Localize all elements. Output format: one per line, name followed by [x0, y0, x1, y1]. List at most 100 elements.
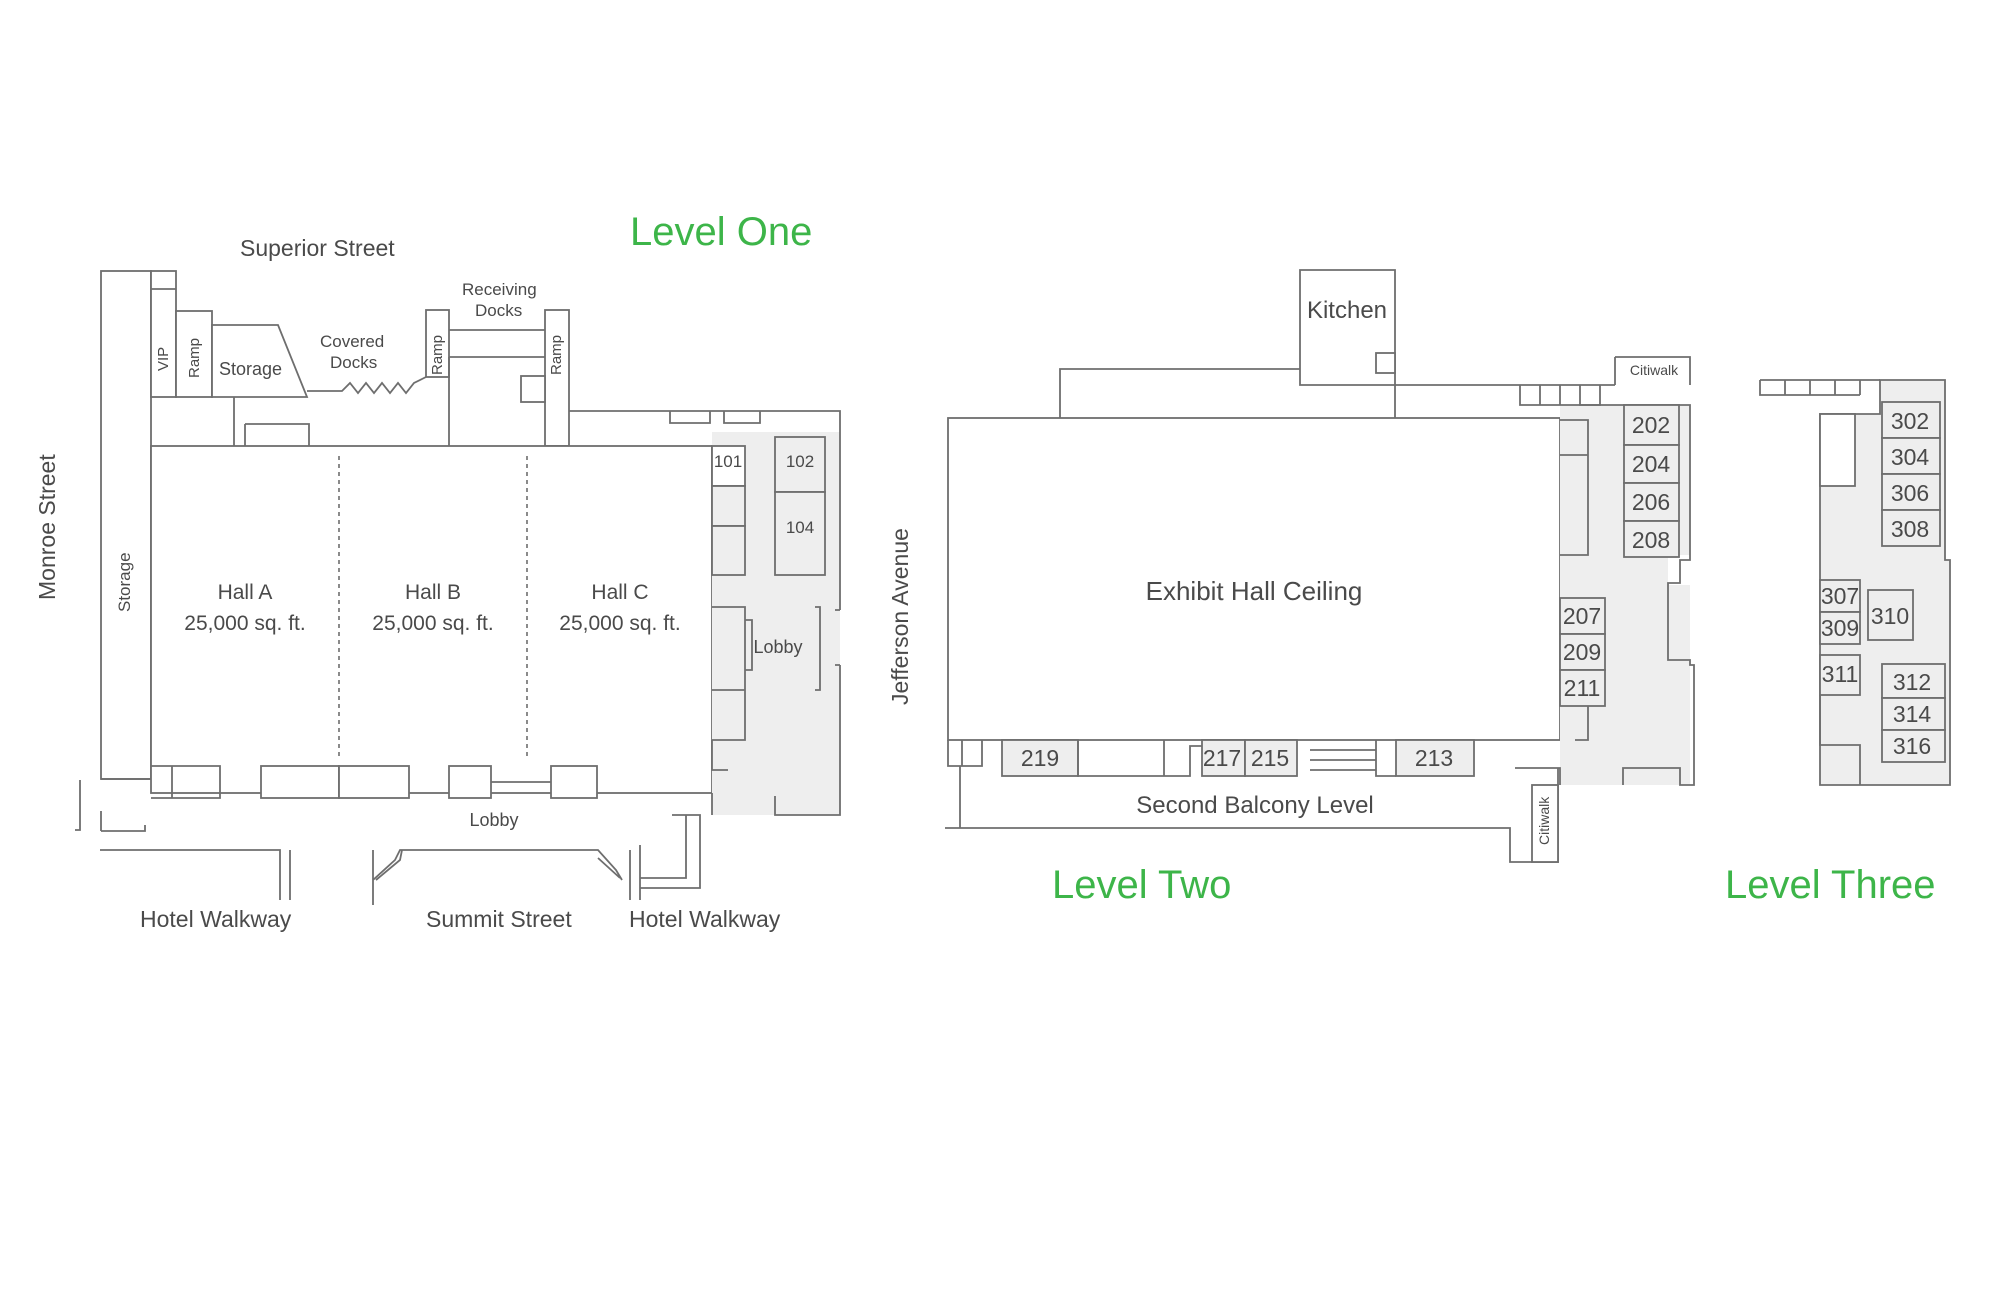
ramp-3: [544, 309, 570, 447]
room-219-label: 219: [1021, 745, 1059, 771]
room-211-label: 211: [1564, 675, 1601, 701]
room-202: [1623, 404, 1680, 446]
room-314: [1881, 697, 1946, 731]
room-309: [1819, 611, 1861, 645]
room-302: [1881, 401, 1941, 439]
room-314-label: 314: [1893, 701, 1932, 727]
room-310: [1867, 589, 1914, 641]
room-101-label: 101: [714, 452, 742, 471]
room-101-annex: [711, 485, 746, 527]
storage-label: Storage: [219, 359, 282, 379]
hall-c: Hall C 25,000 sq. ft.: [559, 581, 680, 635]
balcony-walls: [945, 740, 1561, 863]
dock-box: [520, 375, 546, 403]
receiving-docks-label-2: Docks: [475, 301, 522, 320]
service-walls: [233, 357, 450, 446]
bottom-room-2: [260, 765, 340, 799]
room-213: [1395, 739, 1475, 777]
ramp-1: [175, 310, 213, 398]
room-316-label: 316: [1893, 733, 1931, 759]
level-three-title: Level Three: [1725, 863, 1936, 907]
room-311: [1819, 654, 1861, 696]
kitchen-label: Kitchen: [1307, 297, 1387, 324]
room-215: [1244, 739, 1298, 777]
room-304: [1881, 437, 1941, 475]
room-204: [1623, 444, 1680, 484]
lower-lobby-label: Lobby: [469, 810, 518, 830]
exhibit-hall-ceiling-label: Exhibit Hall Ceiling: [1146, 576, 1363, 606]
citiwalk-top-box: [1614, 356, 1691, 385]
ramp-1-label: Ramp: [186, 338, 203, 378]
upper-right-walls: [569, 410, 841, 432]
room-302-label: 302: [1891, 408, 1929, 434]
lobby-outer-walls: [711, 432, 841, 816]
hotel-walkway-right-label: Hotel Walkway: [629, 906, 781, 932]
level-one-title: Level One: [630, 210, 812, 254]
hall-a: Hall A 25,000 sq. ft.: [184, 581, 305, 635]
room-211: [1559, 669, 1606, 707]
room-102: [774, 436, 826, 493]
ramp-2-label: Ramp: [429, 335, 446, 375]
room-202-label: 202: [1632, 412, 1670, 438]
room-304-label: 304: [1891, 444, 1930, 470]
jefferson-avenue-label: Jefferson Avenue: [887, 528, 913, 705]
room-208-label: 208: [1632, 527, 1670, 553]
bottom-room-4: [448, 765, 492, 799]
lower-lobby-walls: [75, 778, 701, 905]
room-311-label: 311: [1822, 661, 1859, 687]
level-two-top-walls: [1059, 368, 1615, 418]
covered-docks-edge: [307, 376, 427, 395]
room-307-label: 307: [1821, 583, 1859, 609]
top-right-small-boxes: [1519, 385, 1601, 406]
hotel-walkway-left-label: Hotel Walkway: [140, 906, 292, 932]
storage-room: [211, 324, 309, 398]
room-102-label: 102: [786, 452, 814, 471]
room-204-label: 204: [1632, 451, 1671, 477]
ramp-2: [425, 309, 450, 378]
room-316: [1881, 729, 1946, 763]
room-310-label: 310: [1871, 603, 1909, 629]
citiwalk-bottom: [1531, 784, 1559, 863]
citiwalk-bottom-label: Citiwalk: [1536, 796, 1552, 845]
superior-street-label: Superior Street: [240, 235, 395, 261]
level-three-plan: 302 304 306 308 307 309 311 310 312 314 …: [1725, 379, 1951, 907]
room-306-label: 306: [1891, 480, 1929, 506]
left-storage-room: [100, 270, 152, 780]
room-206-label: 206: [1632, 489, 1670, 515]
room-312-label: 312: [1893, 669, 1931, 695]
lobby-inner-walls: [711, 606, 821, 771]
left-storage-label: Storage: [115, 552, 134, 612]
room-217: [1201, 739, 1246, 777]
second-balcony-label: Second Balcony Level: [1136, 792, 1374, 819]
level-two-plan: Jefferson Avenue Kitchen Citiwalk Exhibi…: [887, 269, 1695, 907]
room-309-label: 309: [1821, 615, 1859, 641]
level-two-title: Level Two: [1052, 863, 1231, 907]
bottom-room-3: [338, 765, 410, 799]
vip-label: VIP: [155, 347, 172, 371]
ramp-3-label: Ramp: [548, 335, 565, 375]
citiwalk-top-label: Citiwalk: [1630, 362, 1679, 378]
right-corridor-walls: [1560, 404, 1695, 786]
room-308-label: 308: [1891, 516, 1929, 542]
covered-docks-label-2: Docks: [330, 353, 377, 372]
room-217-label: 217: [1203, 745, 1241, 771]
balcony-stairs: [1310, 740, 1396, 777]
room-104-label: 104: [786, 518, 814, 537]
hall-b: Hall B 25,000 sq. ft.: [372, 581, 493, 635]
hall-a-name: Hall A: [218, 581, 273, 604]
room-206: [1623, 482, 1680, 522]
summit-street-label: Summit Street: [426, 906, 572, 932]
balcony-mid-walls: [1077, 740, 1202, 777]
room-104: [774, 491, 826, 576]
room-209: [1559, 633, 1606, 671]
exhibit-halls: [150, 445, 713, 794]
hall-b-area: 25,000 sq. ft.: [372, 612, 493, 635]
room-209-label: 209: [1563, 639, 1601, 665]
level-one-plan: Level One Superior Street Monroe Street …: [34, 210, 841, 932]
room-213-label: 213: [1415, 745, 1453, 771]
bottom-room-1: [151, 765, 221, 799]
hall-b-name: Hall B: [405, 581, 461, 604]
room-101-side: [711, 525, 746, 576]
receiving-dock-lines: [449, 329, 545, 358]
